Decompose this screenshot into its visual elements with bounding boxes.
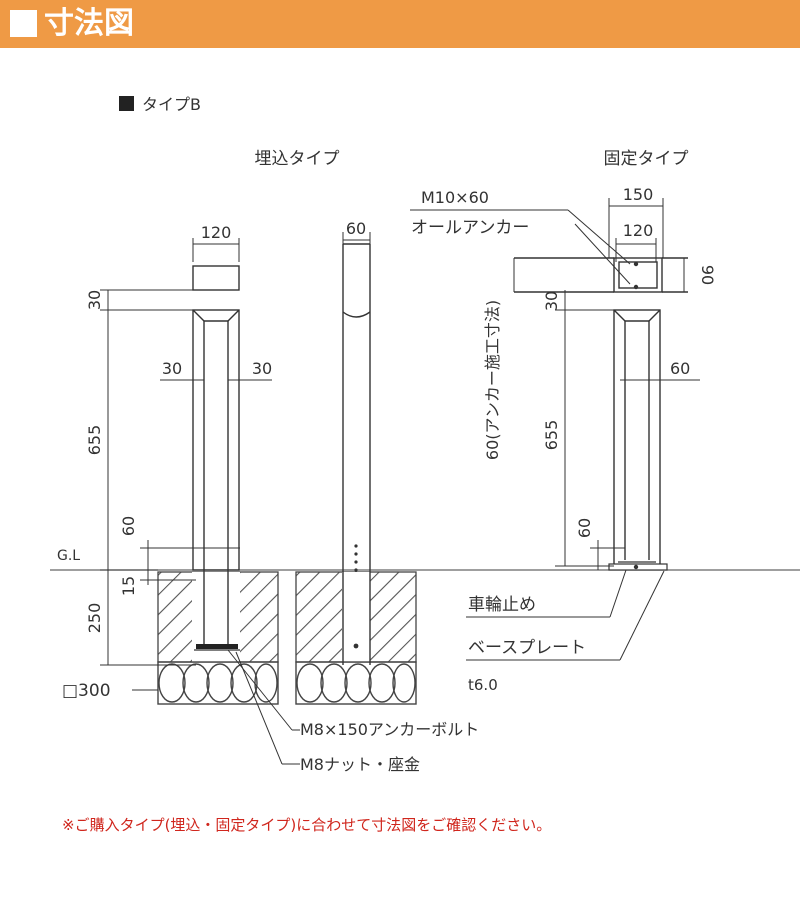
- dim-30-fixed-label: 30: [542, 291, 561, 311]
- section-label: タイプB: [142, 95, 201, 114]
- base-plate-label: ベースプレート: [468, 638, 586, 658]
- embedded-anchor-bolt: [194, 644, 240, 651]
- embedded-leaders: [227, 649, 300, 765]
- dim-250-label: 250: [85, 603, 104, 634]
- dim-60-fixed-label: 60: [575, 518, 594, 538]
- embedded-side-post: [342, 243, 371, 665]
- header-square-icon: [10, 10, 37, 37]
- plate-thickness-label: t6.0: [468, 676, 498, 694]
- anchor-name-label: オールアンカー: [411, 218, 529, 238]
- dim-15-label: 15: [119, 576, 138, 596]
- dim-chain-left: [100, 289, 240, 666]
- anchor-depth-label: 60(アンカー施工寸法): [483, 300, 502, 460]
- dim-150-label: 150: [623, 185, 654, 204]
- dim-150-120-fixed: [608, 198, 685, 292]
- fixed-front-post: [613, 309, 661, 567]
- dim-90-label: 90: [698, 265, 717, 285]
- dim-chain-fixed: [555, 290, 700, 570]
- dim-655-label: 655: [85, 425, 104, 456]
- type-embedded-title: 埋込タイプ: [255, 149, 340, 169]
- dim-60-embedded-label: 60: [119, 516, 138, 536]
- header-bar: 寸法図: [0, 0, 800, 48]
- gl-label: G.L: [57, 548, 80, 564]
- wheel-stop-label: 車輪止め: [468, 595, 536, 615]
- dim-120-embedded-label: 120: [201, 223, 232, 242]
- dim-60-fixed-width-label: 60: [670, 359, 690, 378]
- dim-60-side-label: 60: [346, 219, 366, 238]
- anchor-spec-label: M10×60: [421, 188, 489, 207]
- type-fixed-title: 固定タイプ: [604, 149, 689, 169]
- dim-30-right-label: 30: [252, 359, 272, 378]
- purchase-note: ※ご購入タイプ(埋込・固定タイプ)に合わせて寸法図をご確認ください。: [62, 816, 552, 834]
- dim-60-side: [342, 232, 371, 248]
- anchor-bolt-embedded-label: M8×150アンカーボルト: [300, 720, 479, 739]
- anchor-leaders: [410, 209, 631, 285]
- fixed-base-plate: [608, 561, 668, 571]
- section-square-icon: [119, 96, 134, 111]
- dim-120-fixed-label: 120: [623, 221, 654, 240]
- dim-120-embedded: [192, 238, 240, 262]
- square-300-label: □300: [62, 681, 111, 701]
- page-title: 寸法図: [44, 6, 134, 41]
- embedded-front-post: [192, 265, 240, 645]
- dim-655-fixed-label: 655: [542, 420, 561, 451]
- dim-30-30: [160, 372, 272, 388]
- dim-30-vertical-label: 30: [85, 290, 104, 310]
- nut-washer-label: M8ナット・座金: [300, 755, 420, 774]
- embedded-side-dots: [353, 544, 359, 649]
- fixed-leaders: [466, 569, 665, 661]
- foundation-middle: [295, 571, 417, 705]
- fixed-top-view: [514, 257, 688, 293]
- dim-30-left-label: 30: [162, 359, 182, 378]
- fixed-top-bolts: [633, 261, 639, 290]
- foundation-left: [157, 571, 279, 705]
